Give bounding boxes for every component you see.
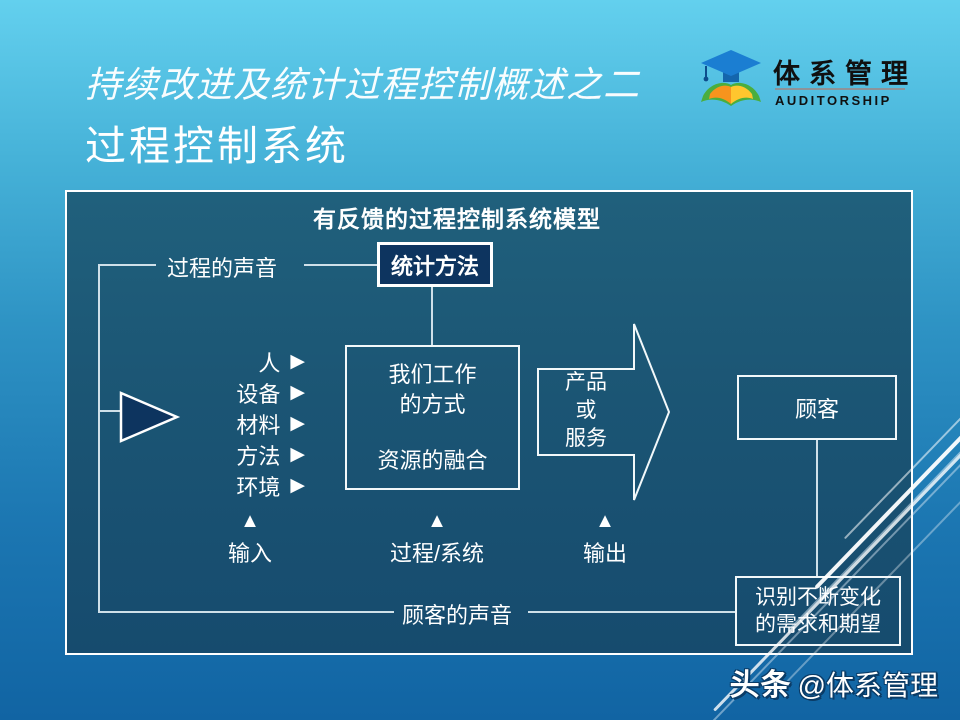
product-line: 服务 [565, 427, 607, 450]
stage-label: 输出 [582, 541, 627, 566]
process-control-diagram: 有反馈的过程控制系统模型 过程的声音 统计方法 人▶ 设备▶ 材料▶ 方法▶ 环… [65, 190, 913, 655]
factor-label: 材料 [236, 412, 281, 438]
voice-process-line-right [304, 264, 377, 266]
stage-label: 输入 [227, 541, 272, 566]
product-line: 或 [575, 399, 597, 422]
watermark: 头条@体系管理 [730, 660, 938, 704]
voice-customer-line-right [528, 611, 735, 613]
factor-label: 人 [258, 350, 281, 376]
input-arrow-triangle [119, 391, 181, 443]
stage-input: ▲ 输入 [180, 510, 320, 568]
product-arrow-shape [537, 323, 671, 501]
customer-box: 顾客 [737, 375, 897, 440]
voice-process-line-left [98, 264, 156, 266]
brand-logo: 体系管理 AUDITORSHIP [697, 44, 912, 114]
watermark-brand: 头条 [729, 669, 792, 702]
statistical-methods-box: 统计方法 [377, 242, 493, 287]
right-triangle-icon: ▶ [290, 413, 305, 434]
up-triangle-icon: ▲ [427, 510, 447, 532]
work-box-line: 资源的融合 [377, 447, 488, 473]
right-triangle-icon: ▶ [290, 444, 305, 465]
stage-process-system: ▲ 过程/系统 [367, 510, 507, 568]
work-box-line: 的方式 [399, 391, 466, 417]
factor-item: 环境 ▶ [155, 470, 305, 501]
voice-customer-line-left [98, 611, 394, 613]
factor-item: 人▶ [155, 346, 305, 377]
work-box-line: 我们工作 [388, 361, 477, 387]
product-line: 产品 [565, 371, 607, 394]
right-triangle-icon: ▶ [290, 382, 305, 403]
input-factors-list: 人▶ 设备▶ 材料▶ 方法▶ 环境▶ [155, 346, 305, 501]
diagram-title: 有反馈的过程控制系统模型 [313, 206, 601, 232]
up-triangle-icon: ▲ [595, 510, 615, 532]
factor-label: 方法 [236, 443, 281, 469]
watermark-handle: @体系管理 [797, 670, 938, 701]
customer-to-needs-connector [816, 440, 818, 576]
work-method-box: 我们工作 的方式 资源的融合 [345, 345, 520, 490]
factor-item: 方法 ▶ [155, 439, 305, 470]
input-stub-line [98, 410, 122, 412]
factor-label: 设备 [236, 381, 281, 407]
voice-of-customer-label: 顾客的声音 [402, 603, 513, 628]
up-triangle-icon: ▲ [240, 510, 260, 532]
factor-label: 环境 [236, 474, 281, 500]
changing-needs-box: 识别不断变化 的需求和期望 [735, 576, 901, 646]
stage-label: 过程/系统 [389, 541, 485, 566]
stage-output: ▲ 输出 [535, 510, 675, 568]
factor-item: 设备 ▶ [155, 377, 305, 408]
logo-divider [775, 88, 905, 90]
product-arrow-label: 产品 或 服务 [541, 370, 631, 452]
brand-subtitle: AUDITORSHIP [775, 93, 892, 108]
right-triangle-icon: ▶ [290, 475, 305, 496]
needs-box-line: 的需求和期望 [755, 613, 881, 636]
slide-title-block: 持续改进及统计过程控制概述之二 过程控制系统 [85, 56, 640, 172]
factor-item: 材料 ▶ [155, 408, 305, 439]
brand-name: 体系管理 [773, 59, 917, 89]
slide-subtitle: 过程控制系统 [85, 123, 349, 169]
feedback-vertical-line [98, 264, 100, 613]
right-triangle-icon: ▶ [290, 351, 305, 372]
slide-title: 持续改进及统计过程控制概述之二 [85, 64, 641, 105]
voice-of-process-label: 过程的声音 [167, 256, 278, 281]
stat-to-work-connector [431, 287, 433, 347]
graduation-cap-open-book-icon [701, 50, 761, 106]
